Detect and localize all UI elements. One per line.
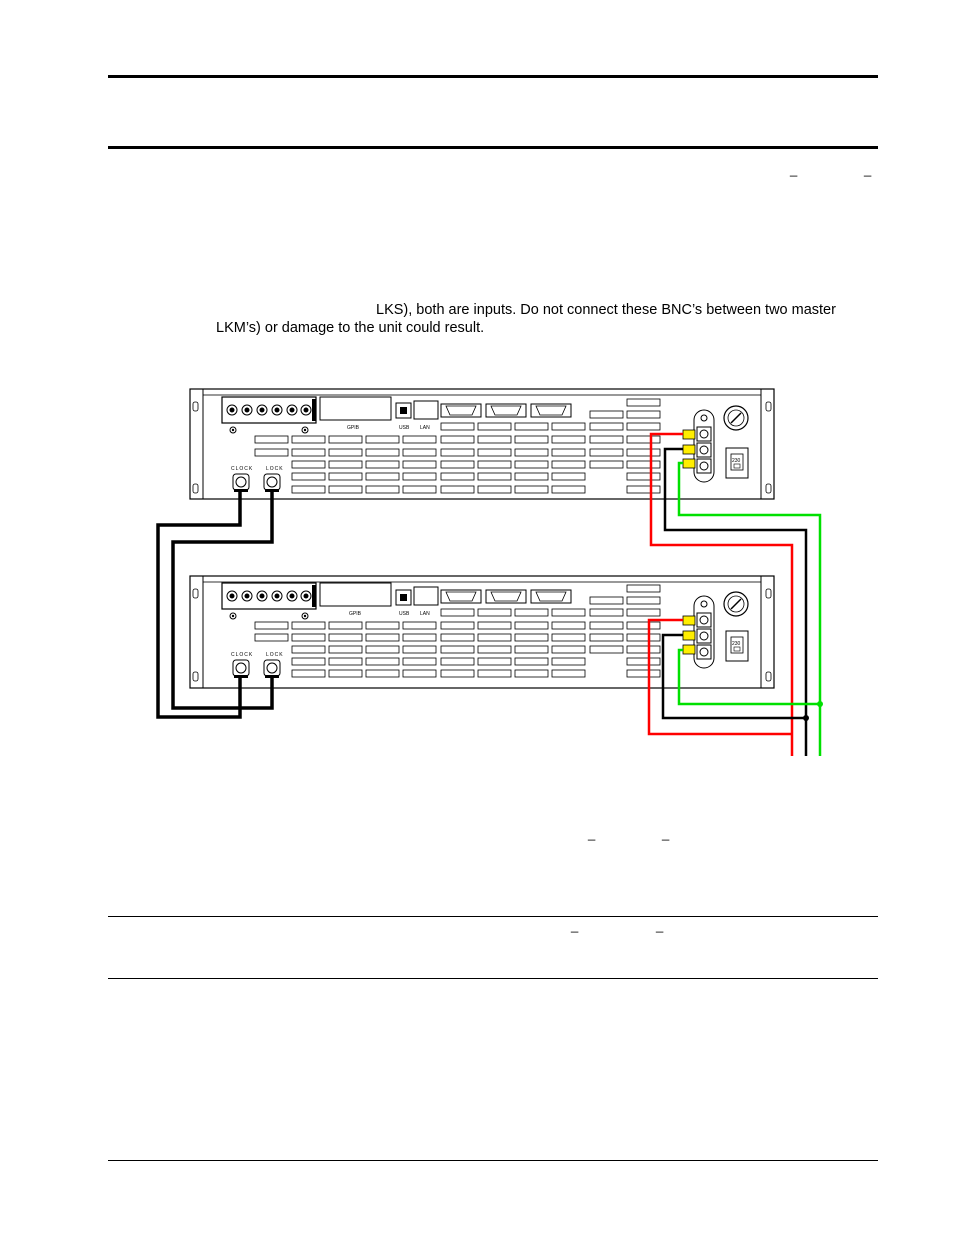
red-line-wire-unit-2 <box>647 618 792 736</box>
clock-cable <box>156 492 242 719</box>
db-connector <box>440 403 482 418</box>
green-ground-wire-unit-2 <box>677 648 820 706</box>
lock-bnc-connector <box>263 659 281 678</box>
body-text-line-2: LKM’s) or damage to the unit could resul… <box>216 320 485 336</box>
note-bottom-rule <box>108 978 878 979</box>
clock-bnc-connector <box>232 659 250 678</box>
ground-terminal-lug <box>682 644 696 655</box>
wire-junction <box>803 715 809 721</box>
clock-bnc-connector <box>232 473 250 492</box>
db-connector <box>485 403 527 418</box>
lan-label: LAN <box>420 425 430 431</box>
green-ground-wire-unit-1 <box>677 461 822 756</box>
voltage-selector-label: 230 <box>732 458 741 464</box>
black-neutral-wire-unit-2 <box>661 633 806 720</box>
header-bottom-rule <box>108 146 878 149</box>
lock-label: LOCK <box>266 652 284 658</box>
lock-cable <box>171 492 274 710</box>
neutral-terminal-lug <box>682 630 696 641</box>
sense-terminal-block <box>221 582 317 610</box>
bnc-interconnect-cables <box>156 492 274 719</box>
lock-label: LOCK <box>266 466 284 472</box>
ac-wiring <box>647 432 823 756</box>
underscore-mark: _ <box>656 918 664 933</box>
underscore-mark: _ <box>571 918 579 933</box>
lock-bnc-connector <box>263 473 281 492</box>
red-line-wire-unit-1 <box>649 432 794 756</box>
note-top-rule <box>108 916 878 917</box>
voltage-selector-label: 230 <box>732 641 741 647</box>
clock-label: CLOCK <box>231 466 253 472</box>
db-connector <box>440 589 482 604</box>
ground-terminal-lug <box>682 458 696 469</box>
body-text-line-1: LKS), both are inputs. Do not connect th… <box>376 302 836 318</box>
underscore-mark: _ <box>790 162 798 177</box>
neutral-terminal-lug <box>682 444 696 455</box>
footer-rule <box>108 1160 878 1161</box>
sense-terminal-block <box>221 396 317 424</box>
header-top-rule <box>108 75 878 78</box>
ac-input-panel: 230 <box>693 405 749 483</box>
wire-junction <box>817 701 823 707</box>
line-terminal-lug <box>682 429 696 440</box>
db-connector <box>485 589 527 604</box>
gpib-label: GPIB <box>349 611 362 617</box>
gpib-label: GPIB <box>347 425 360 431</box>
power-supply-unit-2: GPIB USB LAN CLOCK LOCK <box>189 575 775 689</box>
ac-input-panel: 230 <box>693 591 749 669</box>
db-connector <box>530 403 572 418</box>
black-neutral-wire-unit-1 <box>663 447 808 756</box>
usb-label: USB <box>399 611 410 617</box>
gpib-port <box>319 396 392 421</box>
lan-port <box>413 400 439 420</box>
lan-port <box>413 586 439 606</box>
power-supply-unit-1: GPIB USB LAN <box>189 388 775 500</box>
clock-label: CLOCK <box>231 652 253 658</box>
underscore-mark: _ <box>588 826 596 841</box>
underscore-mark: _ <box>864 162 872 177</box>
lan-label: LAN <box>420 611 430 617</box>
underscore-mark: _ <box>662 826 670 841</box>
line-terminal-lug <box>682 615 696 626</box>
gpib-port <box>319 582 392 607</box>
usb-label: USB <box>399 425 410 431</box>
db-connector <box>530 589 572 604</box>
